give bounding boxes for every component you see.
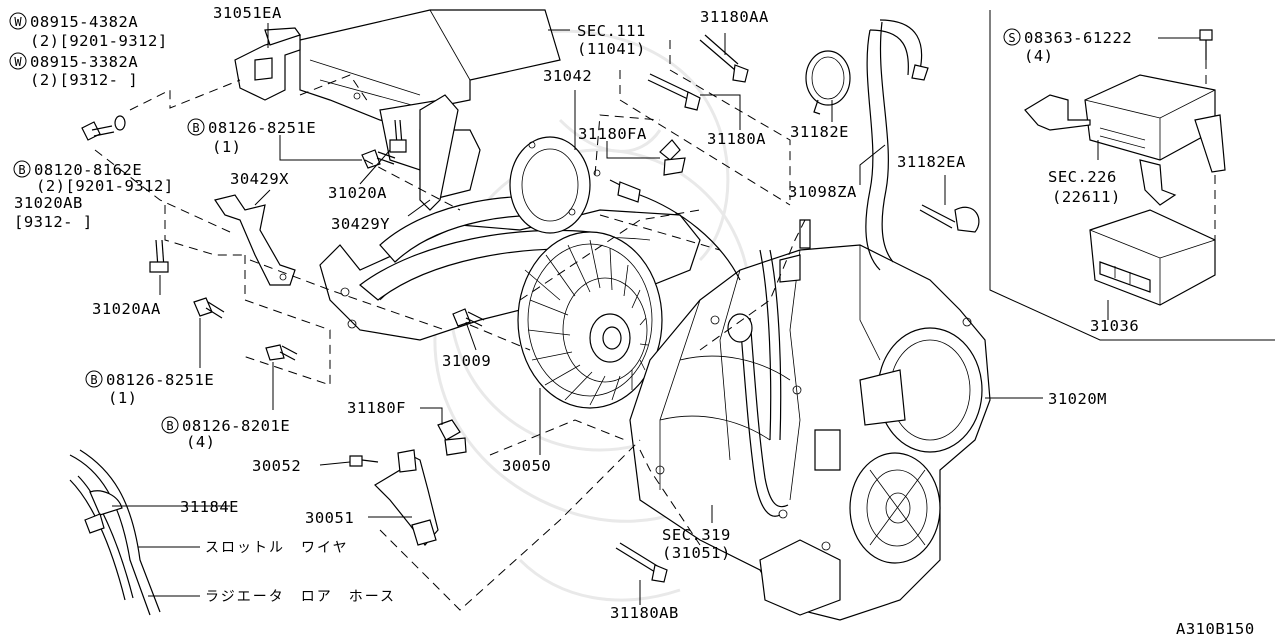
callout-31184e: 31184E bbox=[180, 498, 239, 516]
callout-b2-qty: (2)[9201-9312] bbox=[36, 177, 174, 195]
torque-converter bbox=[517, 231, 663, 409]
callout-31180fa: 31180FA bbox=[578, 125, 647, 143]
callout-w2-qty: (2)[9312- ] bbox=[30, 71, 138, 89]
callout-31180aa: 31180AA bbox=[700, 8, 769, 26]
svg-text:B: B bbox=[90, 373, 97, 387]
callout-31042: 31042 bbox=[543, 67, 592, 85]
b-symbol-3: B bbox=[85, 370, 103, 388]
callout-w1-qty: (2)[9201-9312] bbox=[30, 32, 168, 50]
callout-31009: 31009 bbox=[442, 352, 491, 370]
s-symbol: S bbox=[1003, 28, 1021, 46]
b-symbol-2: B bbox=[13, 160, 31, 178]
callout-31020m: 31020M bbox=[1048, 390, 1107, 408]
circled-symbols: W W B B B B S bbox=[9, 12, 1021, 434]
callout-b3-part: 08126-8251E bbox=[106, 371, 214, 389]
dashed-guides bbox=[94, 40, 1216, 611]
dipstick-tube bbox=[727, 249, 789, 517]
control-unit-31036 bbox=[1089, 209, 1216, 306]
bracket-30429x bbox=[214, 194, 296, 286]
callout-31020a: 31020A bbox=[328, 184, 387, 202]
svg-text:W: W bbox=[14, 55, 22, 69]
callout-b1-part: 08126-8251E bbox=[208, 119, 316, 137]
callout-b4-part: 08126-8201E bbox=[182, 417, 290, 435]
callout-31051ea: 31051EA bbox=[213, 4, 282, 22]
gasket-ring-31042 bbox=[509, 136, 591, 234]
callout-sec226-ref: (22611) bbox=[1052, 188, 1121, 206]
callout-sec111-ref: (11041) bbox=[577, 40, 646, 58]
callout-labels: 08915-4382A (2)[9201-9312] 08915-3382A (… bbox=[14, 4, 1255, 638]
callout-31180a: 31180A bbox=[707, 130, 766, 148]
svg-text:W: W bbox=[14, 15, 22, 29]
svg-text:S: S bbox=[1008, 31, 1015, 45]
svg-text:B: B bbox=[166, 419, 173, 433]
bolts bbox=[81, 29, 1213, 583]
w-symbol-1: W bbox=[9, 12, 27, 30]
callout-b3-qty: (1) bbox=[108, 389, 138, 407]
diagram-code: A310B150 bbox=[1176, 620, 1255, 638]
callout-b1-qty: (1) bbox=[212, 138, 242, 156]
leader-lines bbox=[112, 23, 1200, 605]
callout-sec226: SEC.226 bbox=[1048, 168, 1117, 186]
callout-31182ea: 31182EA bbox=[897, 153, 966, 171]
callout-b2-part: 08120-8162E bbox=[34, 161, 142, 179]
callout-sec319-ref: (31051) bbox=[662, 544, 731, 562]
selector-cable bbox=[593, 139, 741, 281]
control-unit-upper bbox=[1024, 74, 1226, 206]
callout-30429x: 30429X bbox=[230, 170, 289, 188]
callout-s-part: 08363-61222 bbox=[1024, 29, 1132, 47]
control-unit-box-border bbox=[989, 10, 1275, 341]
transmission-case bbox=[629, 219, 991, 621]
hose-clip-31182ea bbox=[919, 204, 980, 233]
breather-hose bbox=[865, 19, 929, 271]
callout-30429y: 30429Y bbox=[331, 215, 390, 233]
callout-sec111: SEC.111 bbox=[577, 22, 646, 40]
callout-sec319: SEC.319 bbox=[662, 526, 731, 544]
callout-30052: 30052 bbox=[252, 457, 301, 475]
throttle-wire-and-hose bbox=[69, 449, 161, 616]
b-symbol-4: B bbox=[161, 416, 179, 434]
hose-clip-31182e bbox=[805, 50, 851, 115]
callout-31098za: 31098ZA bbox=[788, 183, 857, 201]
callout-31020aa: 31020AA bbox=[92, 300, 161, 318]
svg-text:B: B bbox=[18, 163, 25, 177]
callout-31182e: 31182E bbox=[790, 123, 849, 141]
callout-31180ab: 31180AB bbox=[610, 604, 679, 622]
w-symbol-2: W bbox=[9, 52, 27, 70]
inhibitor-switch bbox=[374, 419, 467, 546]
label-throttle-wire: スロットル ワイヤ bbox=[205, 540, 349, 556]
label-radiator-lower-hose: ラジエータ ロア ホース bbox=[205, 589, 396, 605]
callout-w1-part: 08915-4382A bbox=[30, 13, 138, 31]
callout-31020ab-range: [9312- ] bbox=[14, 213, 93, 231]
rear-plate bbox=[419, 94, 459, 211]
callout-31020ab: 31020AB bbox=[14, 194, 83, 212]
callout-30050: 30050 bbox=[502, 457, 551, 475]
svg-text:B: B bbox=[192, 121, 199, 135]
callout-31036: 31036 bbox=[1090, 317, 1139, 335]
callout-31180f: 31180F bbox=[347, 399, 406, 417]
callout-b4-qty: (4) bbox=[186, 433, 216, 451]
callout-w2-part: 08915-3382A bbox=[30, 53, 138, 71]
callout-30051: 30051 bbox=[305, 509, 354, 527]
callout-s-qty: (4) bbox=[1024, 47, 1054, 65]
bracket-31051ea bbox=[234, 27, 301, 101]
b-symbol-1: B bbox=[187, 118, 205, 136]
